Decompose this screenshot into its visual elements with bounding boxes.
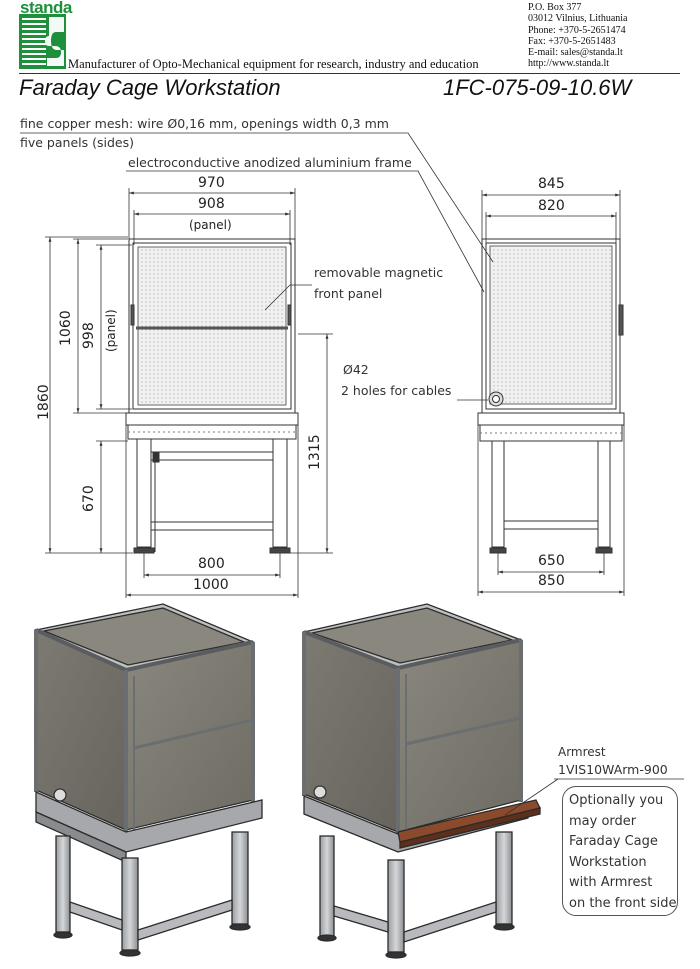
note-holes: 2 holes for cables [341, 383, 452, 398]
note-mesh: fine copper mesh: wire Ø0,16 mm, opening… [20, 116, 389, 131]
company-logo [19, 14, 66, 69]
dim-height-cage: 1060 [58, 310, 74, 346]
iso-view-cage [33, 603, 263, 957]
contact-fax: Fax: +370-5-2651483 [528, 35, 616, 47]
side-view [477, 238, 625, 554]
front-mesh-panel [137, 246, 287, 406]
callout-line: Workstation [569, 854, 647, 870]
callout-line: Faraday Cage [569, 834, 658, 849]
note-front-panel-line2: front panel [314, 286, 383, 301]
dim-front-panel-word: (panel) [189, 218, 232, 232]
dim-front-base-inner: 800 [198, 556, 225, 572]
contact-phone: Phone: +370-5-2651474 [528, 24, 626, 36]
callout-line: Optionally you [569, 793, 664, 808]
armrest-callout: Optionally you may order Faraday Cage Wo… [562, 786, 678, 916]
callout-line: on the front side [569, 895, 677, 911]
note-panels: five panels (sides) [20, 135, 134, 150]
note-frame: electroconductive anodized aluminium fra… [128, 155, 412, 170]
dim-front-width-total: 970 [198, 175, 225, 191]
callout-line: may order [569, 813, 637, 829]
front-view [125, 238, 299, 554]
note-hole-diameter: Ø42 [343, 362, 369, 377]
front-dimension-lines [45, 188, 333, 598]
dim-height-panel-word: (panel) [104, 309, 118, 352]
logo-wordmark: standa [20, 0, 72, 17]
dim-front-base-outer: 1000 [193, 577, 229, 593]
dim-height-stand: 670 [81, 485, 97, 512]
header-divider [19, 73, 680, 74]
armrest-leader [504, 778, 684, 816]
iso-view-cage-armrest [301, 603, 541, 959]
dim-height-panel: 998 [81, 322, 97, 349]
side-dimension-lines [20, 132, 625, 596]
contact-email[interactable]: E-mail: sales@standa.lt [528, 47, 623, 59]
contact-po-box: P.O. Box 377 [528, 2, 582, 13]
armrest-code: 1VIS10WArm-900 [558, 762, 668, 777]
product-title: Faraday Cage Workstation [19, 75, 281, 100]
callout-line: with Armrest [569, 875, 653, 890]
dim-side-base-inner: 650 [538, 553, 565, 569]
company-tagline: Manufacturer of Opto-Mechanical equipmen… [68, 57, 479, 71]
dim-side-base-outer: 850 [538, 573, 565, 589]
armrest-label: Armrest [558, 745, 606, 759]
logo-s-mark-icon [19, 14, 66, 69]
side-mesh-panel [489, 245, 613, 405]
dim-height-table: 1315 [307, 434, 323, 470]
contact-block: P.O. Box 377 03012 Vilnius, Lithuania Ph… [528, 2, 628, 70]
dim-front-width-panel: 908 [198, 196, 225, 212]
contact-website[interactable]: http://www.standa.lt [528, 58, 610, 70]
contact-address: 03012 Vilnius, Lithuania [528, 13, 628, 25]
note-front-panel-line1: removable magnetic [314, 265, 444, 280]
dim-side-width-total: 845 [538, 176, 565, 192]
dim-height-total: 1860 [36, 384, 52, 420]
product-code: 1FC-075-09-10.6W [443, 75, 632, 100]
dim-side-width-panel: 820 [538, 198, 565, 214]
